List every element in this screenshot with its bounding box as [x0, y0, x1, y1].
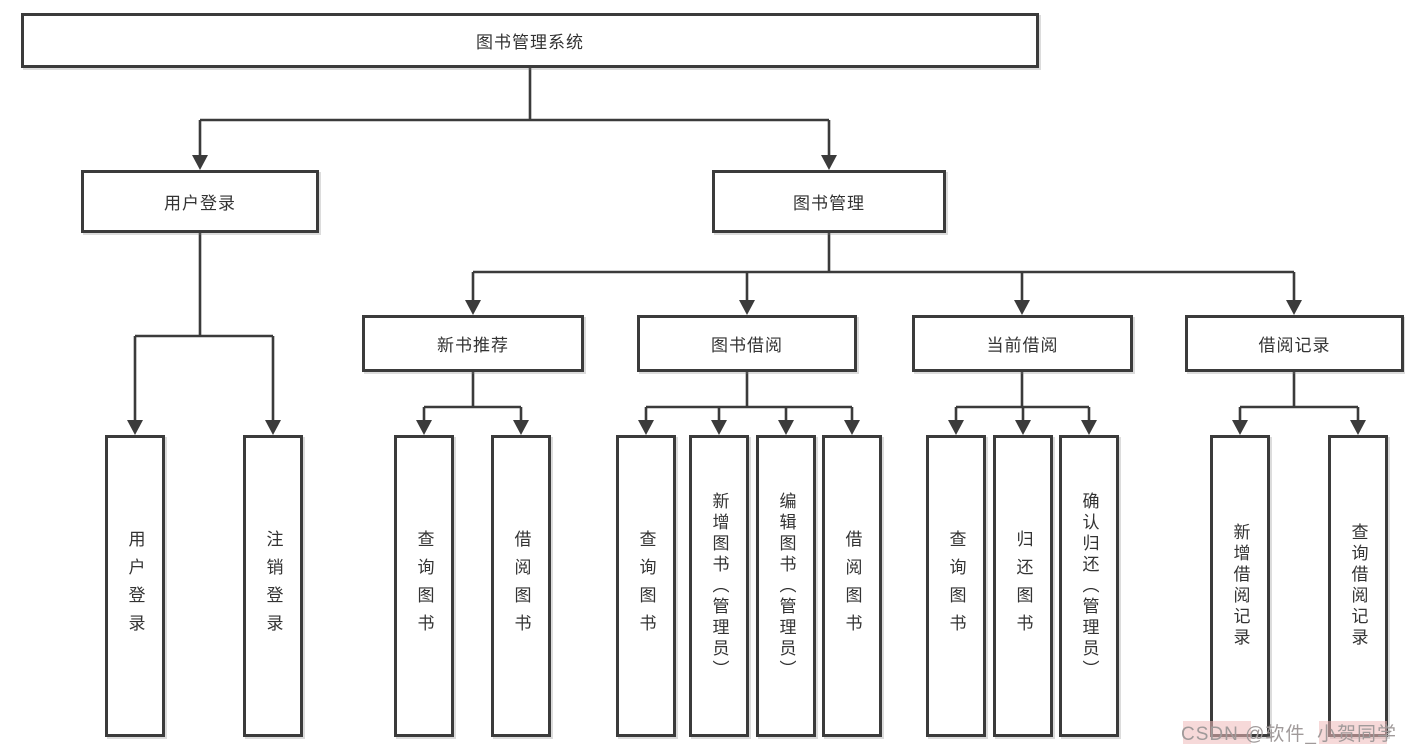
node-library-management-system: 图书管理系统	[21, 13, 1039, 68]
node-edit-books-admin: 编辑图书（管理员）	[756, 435, 816, 737]
node-label: 图书借阅	[711, 336, 783, 355]
node-label: 查询图书	[414, 530, 434, 642]
node-label: 编辑图书（管理员）	[776, 491, 796, 681]
node-label: 归还图书	[1013, 530, 1033, 642]
node-query-borrow-record: 查询借阅记录	[1328, 435, 1388, 737]
node-label: 查询借阅记录	[1348, 523, 1368, 649]
node-label: 新书推荐	[437, 336, 509, 355]
node-label: 图书管理	[793, 194, 865, 213]
node-book-borrowing: 图书借阅	[637, 315, 857, 372]
node-new-book-recommendation: 新书推荐	[362, 315, 584, 372]
node-label: 新增图书（管理员）	[709, 491, 729, 681]
node-label: 借阅记录	[1258, 336, 1331, 355]
node-label: 新增借阅记录	[1230, 523, 1250, 649]
node-label: 确认归还（管理员）	[1079, 491, 1099, 681]
node-add-borrow-record: 新增借阅记录	[1210, 435, 1270, 737]
node-label: 借阅图书	[842, 530, 862, 642]
node-label: 查询图书	[946, 530, 966, 642]
arrowheads	[127, 155, 1366, 435]
node-borrowing-records: 借阅记录	[1185, 315, 1404, 372]
node-label: 查询图书	[636, 530, 656, 642]
node-label: 用户登录	[164, 194, 236, 213]
watermark-text: CSDN @软件_小贺同学	[1181, 724, 1397, 745]
node-add-books-admin: 新增图书（管理员）	[689, 435, 749, 737]
node-book-management: 图书管理	[712, 170, 946, 233]
node-query-books-1: 查询图书	[394, 435, 454, 737]
node-return-books: 归还图书	[993, 435, 1053, 737]
node-label: 借阅图书	[511, 530, 531, 642]
node-query-books-2: 查询图书	[616, 435, 676, 737]
node-logout: 注销登录	[243, 435, 303, 737]
node-borrow-books-2: 借阅图书	[822, 435, 882, 737]
node-confirm-return-admin: 确认归还（管理员）	[1059, 435, 1119, 737]
node-current-borrowing: 当前借阅	[912, 315, 1133, 372]
node-label: 图书管理系统	[476, 33, 584, 52]
node-label: 用户登录	[125, 530, 145, 642]
node-user-login: 用户登录	[105, 435, 165, 737]
watermark-highlight	[1183, 721, 1251, 744]
node-user-login-group: 用户登录	[81, 170, 319, 233]
node-label: 当前借阅	[986, 336, 1059, 355]
node-label: 注销登录	[263, 530, 283, 642]
node-borrow-books-1: 借阅图书	[491, 435, 551, 737]
watermark-highlight	[1319, 721, 1387, 744]
node-query-books-3: 查询图书	[926, 435, 986, 737]
